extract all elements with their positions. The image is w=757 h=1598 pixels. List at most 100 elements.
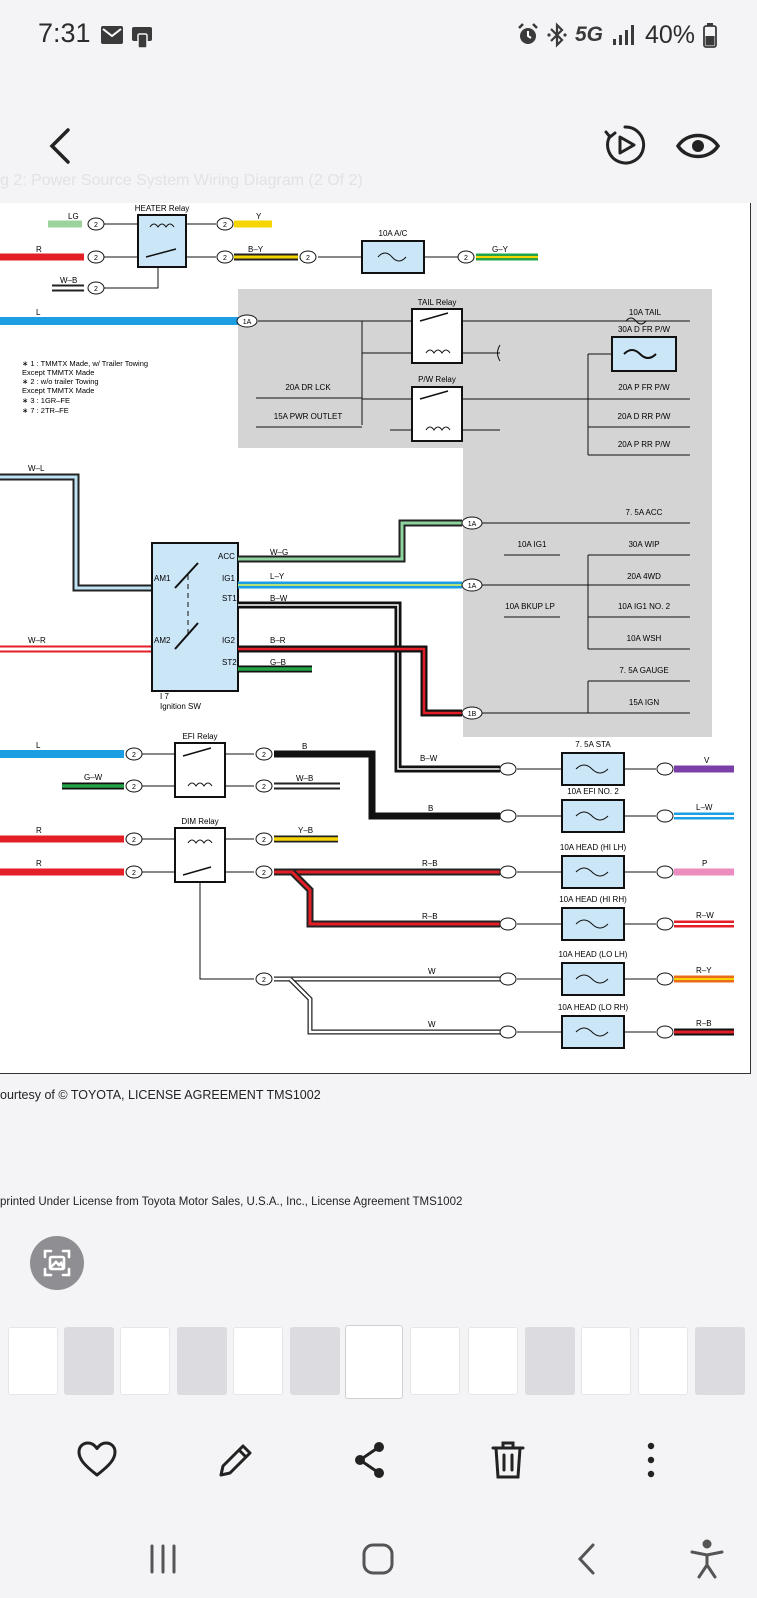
svg-text:∗ 2 : w/o trailer Towing: ∗ 2 : w/o trailer Towing (22, 377, 99, 386)
svg-text:∗ 3 : 1GR–FE: ∗ 3 : 1GR–FE (22, 396, 70, 405)
wire-lg-label: LG (68, 212, 79, 221)
svg-text:R: R (36, 859, 42, 868)
chevron-left-icon (49, 128, 70, 164)
svg-text:Y: Y (256, 212, 262, 221)
svg-text:7. 5A STA: 7. 5A STA (575, 740, 611, 749)
svg-text:L: L (36, 741, 41, 750)
home-icon (362, 1543, 394, 1575)
bixby-vision-button[interactable] (602, 122, 648, 168)
thumbnail-strip[interactable] (0, 1325, 757, 1403)
thumbnail[interactable] (233, 1327, 283, 1395)
svg-text:Except TMMTX Made: Except TMMTX Made (22, 368, 94, 377)
scan-text-button[interactable] (30, 1236, 84, 1290)
svg-text:IG2: IG2 (222, 636, 235, 645)
svg-text:10A HEAD (HI LH): 10A HEAD (HI LH) (560, 843, 627, 852)
svg-text:AM2: AM2 (154, 636, 171, 645)
pencil-icon (219, 1444, 252, 1477)
svg-text:2: 2 (223, 255, 227, 262)
delete-button[interactable] (485, 1437, 531, 1483)
bluetooth-icon (547, 22, 567, 48)
svg-text:2: 2 (262, 752, 266, 759)
license-text: printed Under License from Toyota Motor … (0, 1196, 463, 1208)
svg-text:R–B: R–B (696, 1019, 712, 1028)
status-time: 7:31 (38, 18, 91, 48)
recent-apps-icon (150, 1544, 176, 1574)
notification-icons (101, 26, 152, 49)
svg-text:10A HEAD (HI RH): 10A HEAD (HI RH) (559, 895, 627, 904)
svg-text:P: P (702, 859, 707, 868)
wiring-diagram-image[interactable]: HEATER Relay LG 2 2 Y R 2 2 B–Y 2 10A A/… (0, 203, 751, 1074)
svg-text:2: 2 (262, 870, 266, 877)
trash-icon (491, 1441, 525, 1479)
svg-text:1A: 1A (468, 521, 477, 528)
thumbnail[interactable] (638, 1327, 688, 1395)
battery-percent: 40% (644, 20, 695, 49)
svg-text:20A DR LCK: 20A DR LCK (285, 383, 331, 392)
svg-text:G–B: G–B (270, 658, 286, 667)
svg-text:R–Y: R–Y (696, 966, 712, 975)
heart-icon (77, 1441, 117, 1477)
svg-text:2: 2 (132, 870, 136, 877)
heater-relay-label: HEATER Relay (135, 204, 190, 213)
network-label: 5G (574, 23, 603, 46)
fuse-row-sta: 7. 5A STA V (499, 740, 734, 786)
home-button[interactable] (355, 1536, 401, 1582)
fuse-row-efi-no2: 10A EFI NO. 2 L–W (499, 787, 734, 833)
svg-text:R: R (36, 245, 42, 254)
thumbnail[interactable] (177, 1327, 227, 1395)
svg-text:2: 2 (132, 837, 136, 844)
tail-relay (411, 308, 463, 364)
svg-text:B–W: B–W (270, 594, 288, 603)
share-icon (355, 1442, 384, 1478)
image-caption: g 2: Power Source System Wiring Diagram … (0, 172, 363, 189)
svg-text:L–W: L–W (696, 803, 713, 812)
fuse-head-hi-rh (561, 907, 625, 941)
svg-text:W–L: W–L (28, 464, 45, 473)
svg-text:B–Y: B–Y (248, 245, 264, 254)
thumbnail[interactable] (468, 1327, 518, 1395)
thumbnail[interactable] (120, 1327, 170, 1395)
svg-text:DIM Relay: DIM Relay (181, 817, 218, 826)
visibility-button[interactable] (675, 124, 721, 168)
thumbnail[interactable] (8, 1327, 58, 1395)
back-button[interactable] (40, 124, 84, 168)
svg-text:G–W: G–W (84, 773, 103, 782)
svg-text:B–R: B–R (270, 636, 286, 645)
share-button[interactable] (347, 1437, 393, 1483)
accessibility-button[interactable] (684, 1536, 730, 1582)
fuse-row-head-hi-rh: 10A HEAD (HI RH) R–W (499, 895, 734, 941)
thumbnail-selected[interactable] (345, 1325, 403, 1399)
svg-text:2: 2 (262, 837, 266, 844)
svg-text:W–R: W–R (28, 636, 46, 645)
svg-text:10A IG1 NO. 2: 10A IG1 NO. 2 (618, 602, 671, 611)
svg-text:1B: 1B (468, 711, 477, 718)
svg-text:10A BKUP LP: 10A BKUP LP (505, 602, 555, 611)
heater-relay (137, 214, 187, 268)
back-nav-button[interactable] (565, 1536, 611, 1582)
fuse-sta (561, 752, 625, 786)
thumbnail[interactable] (410, 1327, 460, 1395)
svg-text:20A D RR P/W: 20A D RR P/W (618, 412, 671, 421)
svg-text:W–G: W–G (270, 548, 288, 557)
more-options-button[interactable] (628, 1437, 674, 1483)
svg-text:ACC: ACC (218, 552, 235, 561)
svg-text:Y–B: Y–B (298, 826, 313, 835)
thumbnail[interactable] (64, 1327, 114, 1395)
fuse-dfr-pw (611, 336, 677, 372)
svg-text:ST2: ST2 (222, 658, 237, 667)
svg-text:R–W: R–W (696, 911, 714, 920)
recent-apps-button[interactable] (140, 1536, 186, 1582)
thumbnail[interactable] (695, 1327, 745, 1395)
edit-button[interactable] (213, 1437, 259, 1483)
svg-text:1A: 1A (468, 583, 477, 590)
svg-text:10A HEAD (LO RH): 10A HEAD (LO RH) (558, 1003, 629, 1012)
svg-text:2: 2 (132, 752, 136, 759)
fuse-ac (361, 240, 425, 274)
favorite-button[interactable] (74, 1437, 120, 1483)
efi-relay (174, 742, 226, 798)
thumbnail[interactable] (290, 1327, 340, 1395)
svg-text:2: 2 (94, 255, 98, 262)
svg-text:∗ 1 : TMMTX Made, w/ Trailer: ∗ 1 : TMMTX Made, w/ Trailer Towing (22, 359, 148, 368)
thumbnail[interactable] (525, 1327, 575, 1395)
thumbnail[interactable] (581, 1327, 631, 1395)
